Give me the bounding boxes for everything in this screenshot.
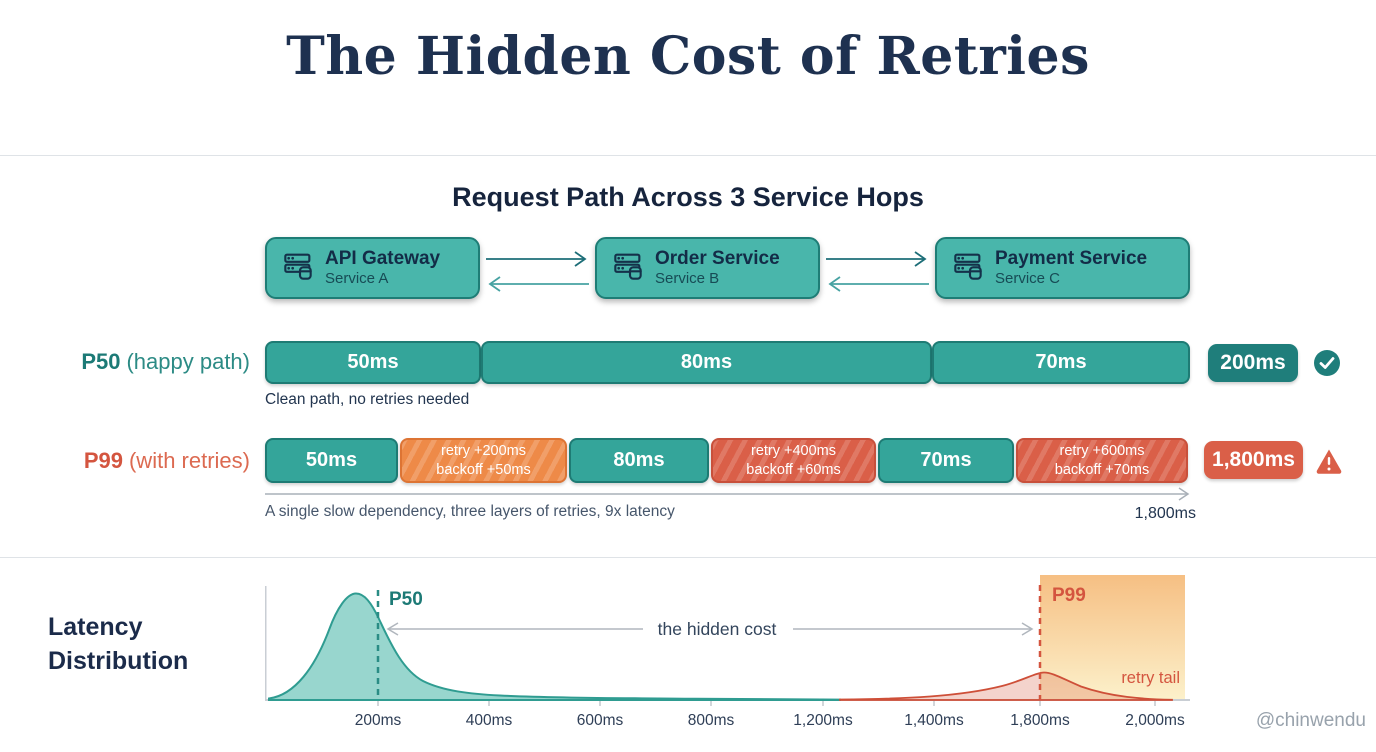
p99-bar-service-b: 80ms xyxy=(569,438,709,483)
p99-bar-retry-3: retry +600ms backoff +70ms xyxy=(1016,438,1188,483)
x-axis-tick-label: 800ms xyxy=(688,712,735,729)
request-arrow-return xyxy=(828,276,929,292)
p99-total-badge: 1,800ms xyxy=(1204,441,1303,479)
request-arrow-return xyxy=(488,276,589,292)
section-divider-top xyxy=(0,155,1376,156)
request-arrow-forward xyxy=(486,251,587,267)
p50-bar-service-c: 70ms xyxy=(932,341,1190,384)
p50-bar-track: 50ms 80ms 70ms xyxy=(265,341,1190,384)
check-icon xyxy=(1313,349,1341,382)
p50-marker-label: P50 xyxy=(389,589,423,610)
retry-tail-label: retry tail xyxy=(1121,669,1180,687)
hidden-cost-annotation: the hidden cost xyxy=(658,619,777,639)
service-sublabel: Service A xyxy=(325,270,389,288)
server-icon xyxy=(951,250,985,287)
p99-bar-retry-2: retry +400ms backoff +60ms xyxy=(711,438,876,483)
latency-distribution-title: Latency Distribution xyxy=(48,613,189,675)
service-name: API Gateway xyxy=(325,248,441,270)
x-axis-tick-label: 200ms xyxy=(355,712,402,729)
x-axis-tick-label: 2,000ms xyxy=(1125,712,1185,729)
x-axis-tick-label: 600ms xyxy=(577,712,624,729)
service-box-order-service: Order Service Service B xyxy=(595,237,820,299)
server-icon xyxy=(281,250,315,287)
retry-tail-area xyxy=(839,671,1173,701)
page-title: The Hidden Cost of Retries xyxy=(286,26,1090,87)
p99-bar-retry-1: retry +200ms backoff +50ms xyxy=(400,438,567,483)
latency-distribution-area xyxy=(268,592,841,701)
service-box-payment-service: Payment Service Service C xyxy=(935,237,1190,299)
p50-bar-service-a: 50ms xyxy=(265,341,481,384)
section-divider-bottom xyxy=(0,557,1376,558)
x-axis-tick-label: 1,200ms xyxy=(793,712,853,729)
request-arrow-forward xyxy=(826,251,927,267)
x-axis-tick-labels: 200ms 400ms 600ms 800ms 1,200ms 1,400ms … xyxy=(355,712,1185,729)
flow-heading: Request Path Across 3 Service Hops xyxy=(452,182,924,212)
service-sublabel: Service C xyxy=(995,270,1061,288)
p99-marker-label: P99 xyxy=(1052,585,1086,606)
x-axis-tick-label: 1,800ms xyxy=(1010,712,1070,729)
latency-distribution-chart: P50 P99 the hidden cost retry tail 200ms… xyxy=(265,575,1190,729)
p50-row-label: P50(happy path) xyxy=(81,349,250,374)
p50-total-badge: 200ms xyxy=(1208,344,1298,382)
p99-timeline-end-label: 1,800ms xyxy=(1134,505,1196,522)
request-arrows-hop1 xyxy=(486,251,589,292)
p99-bar-service-c: 70ms xyxy=(878,438,1014,483)
service-box-api-gateway: API Gateway Service A xyxy=(265,237,480,299)
x-axis-tick-label: 400ms xyxy=(466,712,513,729)
server-icon xyxy=(611,250,645,287)
x-axis-tick-label: 1,400ms xyxy=(904,712,964,729)
service-sublabel: Service B xyxy=(655,270,720,288)
p99-row-label: P99(with retries) xyxy=(83,448,250,473)
watermark: @chinwendu xyxy=(1255,710,1366,731)
hidden-cost-arrows xyxy=(386,622,1034,636)
service-name: Payment Service xyxy=(995,248,1148,270)
warning-icon xyxy=(1314,446,1344,481)
p99-bar-service-a: 50ms xyxy=(265,438,398,483)
service-name: Order Service xyxy=(655,248,780,270)
p99-bar-track: 50ms retry +200ms backoff +50ms 80ms ret… xyxy=(265,438,1190,483)
request-arrows-hop2 xyxy=(826,251,929,292)
p50-bar-service-b: 80ms xyxy=(481,341,932,384)
p50-note: Clean path, no retries needed xyxy=(265,391,470,408)
p99-note: A single slow dependency, three layers o… xyxy=(265,503,675,520)
p99-timeline-arrow xyxy=(265,487,1190,501)
